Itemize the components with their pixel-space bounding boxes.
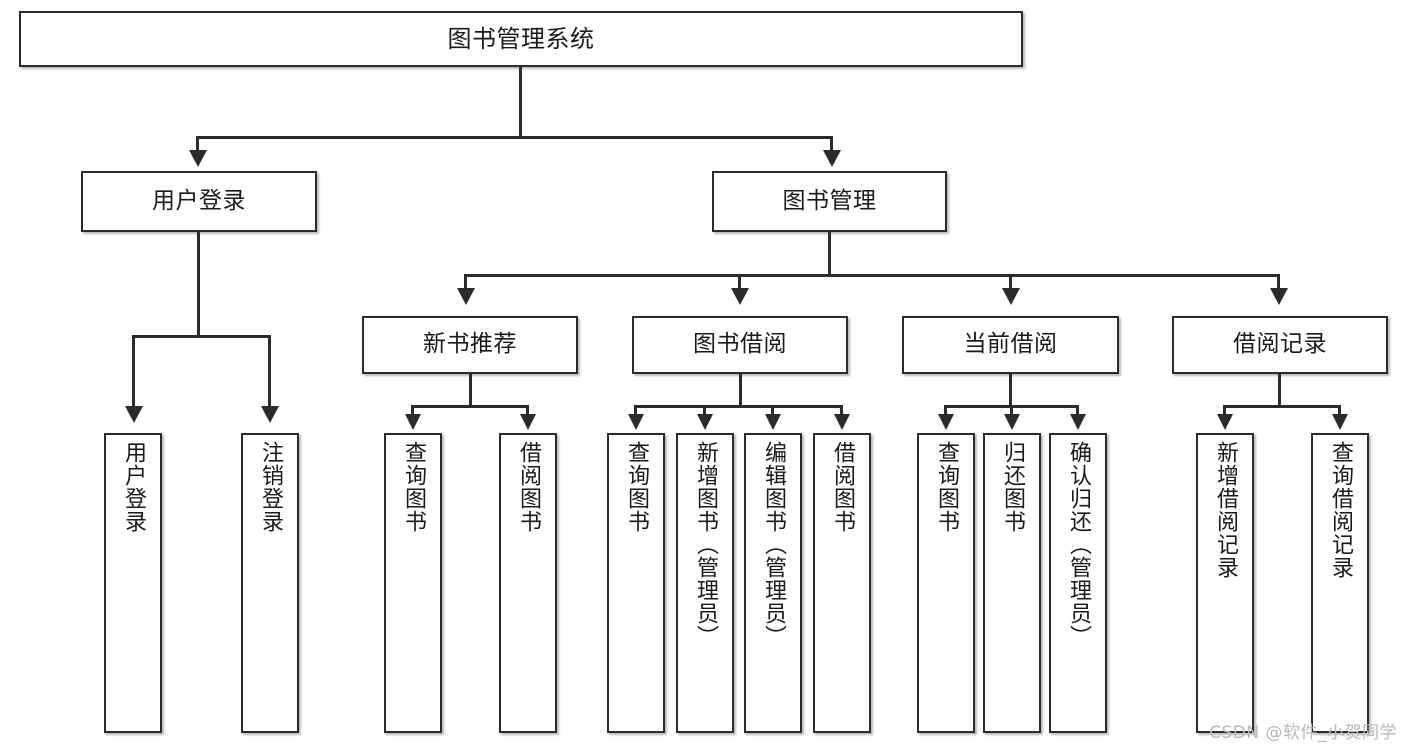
node-book-management[interactable]: 图书管理 <box>712 171 947 232</box>
leaf-query-book-new[interactable]: 查询图书 <box>384 433 442 733</box>
edge-book-manage-stem <box>828 232 831 276</box>
node-label: 用户登录 <box>152 187 246 214</box>
node-label: 归还图书 <box>999 441 1025 533</box>
arrowhead-current-borrow-leaf-2 <box>1004 414 1020 430</box>
arrowhead-book-borrow-leaf-1 <box>628 414 644 430</box>
arrowhead-current-borrow-leaf-3 <box>1070 414 1086 430</box>
edge-book-borrow-bus <box>634 405 843 408</box>
arrowhead-current-borrow-leaf-1 <box>938 414 954 430</box>
node-new-book-recommend[interactable]: 新书推荐 <box>362 316 578 374</box>
leaf-add-borrow-record[interactable]: 新增借阅记录 <box>1196 433 1254 733</box>
edge-user-login-stem <box>197 232 200 337</box>
watermark: CSDN @软件_小贺同学 <box>1209 723 1397 743</box>
leaf-borrow-book-new[interactable]: 借阅图书 <box>499 433 557 733</box>
edge-current-borrow-leaf-2 <box>1010 405 1013 417</box>
edge-new-book-bus <box>411 405 529 408</box>
node-label: 查询借阅记录 <box>1327 441 1353 579</box>
edge-book-borrow-leaf-2 <box>703 405 706 417</box>
edge-new-book-stem <box>469 374 472 407</box>
node-root-system[interactable]: 图书管理系统 <box>19 11 1023 67</box>
node-label: 借阅记录 <box>1233 331 1327 358</box>
arrowhead-leaf-logout <box>261 406 279 423</box>
arrowhead-current-borrow <box>1002 288 1020 305</box>
leaf-query-book-borrow[interactable]: 查询图书 <box>607 433 665 733</box>
arrowhead-borrow-record-leaf-1 <box>1217 414 1233 430</box>
leaf-logout[interactable]: 注销登录 <box>241 433 299 733</box>
node-label: 编辑图书（管理员） <box>760 441 786 648</box>
arrowhead-borrow-record-leaf-2 <box>1332 414 1348 430</box>
edge-to-book-borrow <box>738 274 741 291</box>
node-label: 当前借阅 <box>963 331 1058 358</box>
node-label: 借阅图书 <box>515 441 541 533</box>
edge-new-book-leaf-2 <box>526 405 529 417</box>
edge-new-book-leaf-1 <box>411 405 414 417</box>
leaf-edit-book-admin[interactable]: 编辑图书（管理员） <box>744 433 802 733</box>
edge-current-borrow-stem <box>1009 374 1012 407</box>
arrowhead-new-book <box>457 288 475 305</box>
edge-borrow-record-stem <box>1278 374 1281 407</box>
edge-to-new-book <box>464 274 467 291</box>
edge-book-borrow-leaf-1 <box>634 405 637 417</box>
edge-borrow-record-leaf-2 <box>1338 405 1341 417</box>
node-label: 查询图书 <box>400 441 426 533</box>
edge-root-stem <box>519 67 522 137</box>
node-label: 图书管理 <box>782 187 877 214</box>
node-label: 新增借阅记录 <box>1212 441 1238 579</box>
leaf-add-book-admin[interactable]: 新增图书（管理员） <box>676 433 734 733</box>
edge-current-borrow-leaf-3 <box>1076 405 1079 417</box>
arrowhead-book-borrow-leaf-3 <box>765 414 781 430</box>
arrowhead-new-book-leaf-1 <box>405 414 421 430</box>
node-book-borrow[interactable]: 图书借阅 <box>632 316 848 374</box>
leaf-borrow-book[interactable]: 借阅图书 <box>813 433 871 733</box>
edge-to-current-borrow <box>1009 274 1012 291</box>
node-label: 借阅图书 <box>829 441 855 533</box>
node-label: 新书推荐 <box>423 331 517 358</box>
node-user-login[interactable]: 用户登录 <box>81 171 317 232</box>
edge-current-borrow-leaf-1 <box>944 405 947 417</box>
leaf-confirm-return-admin[interactable]: 确认归还（管理员） <box>1049 433 1107 733</box>
node-borrow-record[interactable]: 借阅记录 <box>1172 316 1388 374</box>
node-label: 确认归还（管理员） <box>1065 441 1091 648</box>
node-label: 新增图书（管理员） <box>692 441 718 648</box>
edge-root-bus <box>196 136 833 139</box>
arrowhead-to-user-login <box>189 150 207 167</box>
node-label: 图书管理系统 <box>447 24 595 53</box>
leaf-query-borrow-record[interactable]: 查询借阅记录 <box>1311 433 1369 733</box>
node-label: 注销登录 <box>257 441 283 533</box>
arrowhead-book-borrow <box>731 288 749 305</box>
arrowhead-book-borrow-leaf-4 <box>834 414 850 430</box>
leaf-user-login[interactable]: 用户登录 <box>104 433 162 733</box>
edge-book-manage-bus <box>464 274 1280 277</box>
edge-book-borrow-leaf-4 <box>840 405 843 417</box>
edge-book-borrow-stem <box>739 374 742 407</box>
node-label: 用户登录 <box>120 441 146 533</box>
edge-root-to-user-login <box>196 136 199 153</box>
edge-user-login-bus <box>132 335 271 338</box>
arrowhead-to-book-manage <box>823 150 841 167</box>
leaf-return-book[interactable]: 归还图书 <box>983 433 1041 733</box>
edge-book-borrow-leaf-3 <box>771 405 774 417</box>
edge-borrow-record-bus <box>1223 405 1340 408</box>
edge-to-borrow-record <box>1277 274 1280 291</box>
arrowhead-leaf-user-login <box>125 406 143 423</box>
node-label: 查询图书 <box>623 441 649 533</box>
arrowhead-borrow-record <box>1270 288 1288 305</box>
edge-root-to-book-manage <box>830 136 833 153</box>
edge-to-leaf-user-login <box>132 335 135 409</box>
leaf-query-book-current[interactable]: 查询图书 <box>917 433 975 733</box>
edge-to-leaf-logout <box>268 335 271 409</box>
arrowhead-new-book-leaf-2 <box>520 414 536 430</box>
node-label: 查询图书 <box>933 441 959 533</box>
edge-borrow-record-leaf-1 <box>1223 405 1226 417</box>
node-current-borrow[interactable]: 当前借阅 <box>902 316 1119 374</box>
arrowhead-book-borrow-leaf-2 <box>697 414 713 430</box>
node-label: 图书借阅 <box>693 331 787 358</box>
